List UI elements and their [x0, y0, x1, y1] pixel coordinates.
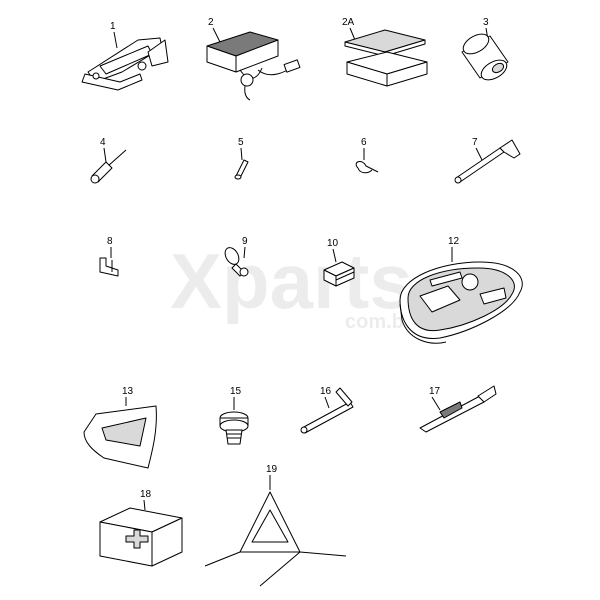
part-label-16: 16 — [320, 386, 332, 397]
part-label-13: 13 — [122, 386, 134, 397]
part-13-foam-insert[interactable]: 13 — [83, 386, 157, 469]
part-label-10: 10 — [327, 238, 339, 249]
part-label-15: 15 — [230, 386, 242, 397]
part-label-6: 6 — [361, 137, 367, 148]
part-18-first-aid-kit[interactable]: 18 — [99, 489, 183, 567]
part-17-strap-tool[interactable]: 17 — [419, 385, 497, 433]
part-label-2: 2 — [208, 17, 214, 28]
part-15-plug[interactable]: 15 — [219, 386, 249, 445]
part-7-wrench[interactable]: 7 — [454, 137, 521, 184]
part-8-hook[interactable]: 8 — [99, 236, 119, 277]
part-label-1: 1 — [110, 21, 116, 32]
part-2a-box[interactable]: 2A — [342, 17, 428, 87]
part-9-towing-eye[interactable]: 9 — [222, 236, 249, 277]
part-2-compressor[interactable]: 2 — [206, 17, 301, 101]
watermark-sub: com.br — [345, 311, 412, 333]
part-label-9: 9 — [242, 236, 248, 247]
part-label-4: 4 — [100, 137, 106, 148]
part-10-pads[interactable]: 10 — [323, 238, 355, 287]
watermark-main: Xparts — [170, 237, 413, 325]
part-label-8: 8 — [107, 236, 113, 247]
part-4-screwdriver[interactable]: 4 — [90, 137, 127, 184]
part-16-l-key[interactable]: 16 — [300, 386, 354, 434]
part-label-12: 12 — [448, 236, 460, 247]
part-6-clip[interactable]: 6 — [355, 137, 379, 174]
part-1-jack[interactable]: 1 — [81, 21, 169, 91]
part-3-canister[interactable]: 3 — [460, 17, 510, 84]
part-19-warning-triangle[interactable]: 19 — [204, 464, 347, 587]
part-label-17: 17 — [429, 386, 441, 397]
part-label-7: 7 — [472, 137, 478, 148]
part-12-tool-tray[interactable]: 12 — [399, 236, 523, 344]
part-label-3: 3 — [483, 17, 489, 28]
part-5-pin[interactable]: 5 — [234, 137, 249, 180]
part-label-18: 18 — [140, 489, 152, 500]
part-label-19: 19 — [266, 464, 278, 475]
part-label-2a: 2A — [342, 17, 355, 28]
part-label-5: 5 — [238, 137, 244, 148]
watermark: Xparts com.br — [170, 237, 413, 333]
